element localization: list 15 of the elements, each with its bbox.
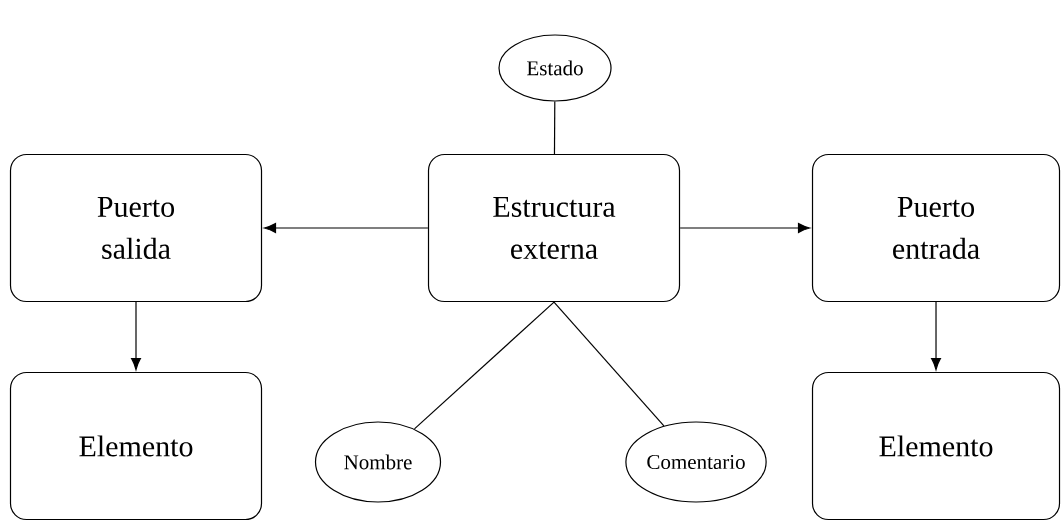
connector-line [413, 301, 555, 430]
rounded-box: Puerto salida [9, 153, 263, 303]
connector-line [553, 101, 556, 155]
rounded-box: Estructura externa [427, 153, 681, 303]
arrow [931, 301, 942, 371]
connector-line [553, 301, 665, 427]
ellipse-node: Comentario [625, 421, 767, 503]
ellipse-node: Estado [498, 34, 612, 102]
arrow [679, 222, 811, 234]
rounded-box: Elemento [9, 371, 263, 521]
arrow [263, 222, 429, 234]
rounded-box: Puerto entrada [811, 153, 1061, 303]
rounded-box: Elemento [811, 371, 1061, 521]
ellipse-node: Nombre [314, 421, 442, 503]
arrow [130, 301, 142, 371]
